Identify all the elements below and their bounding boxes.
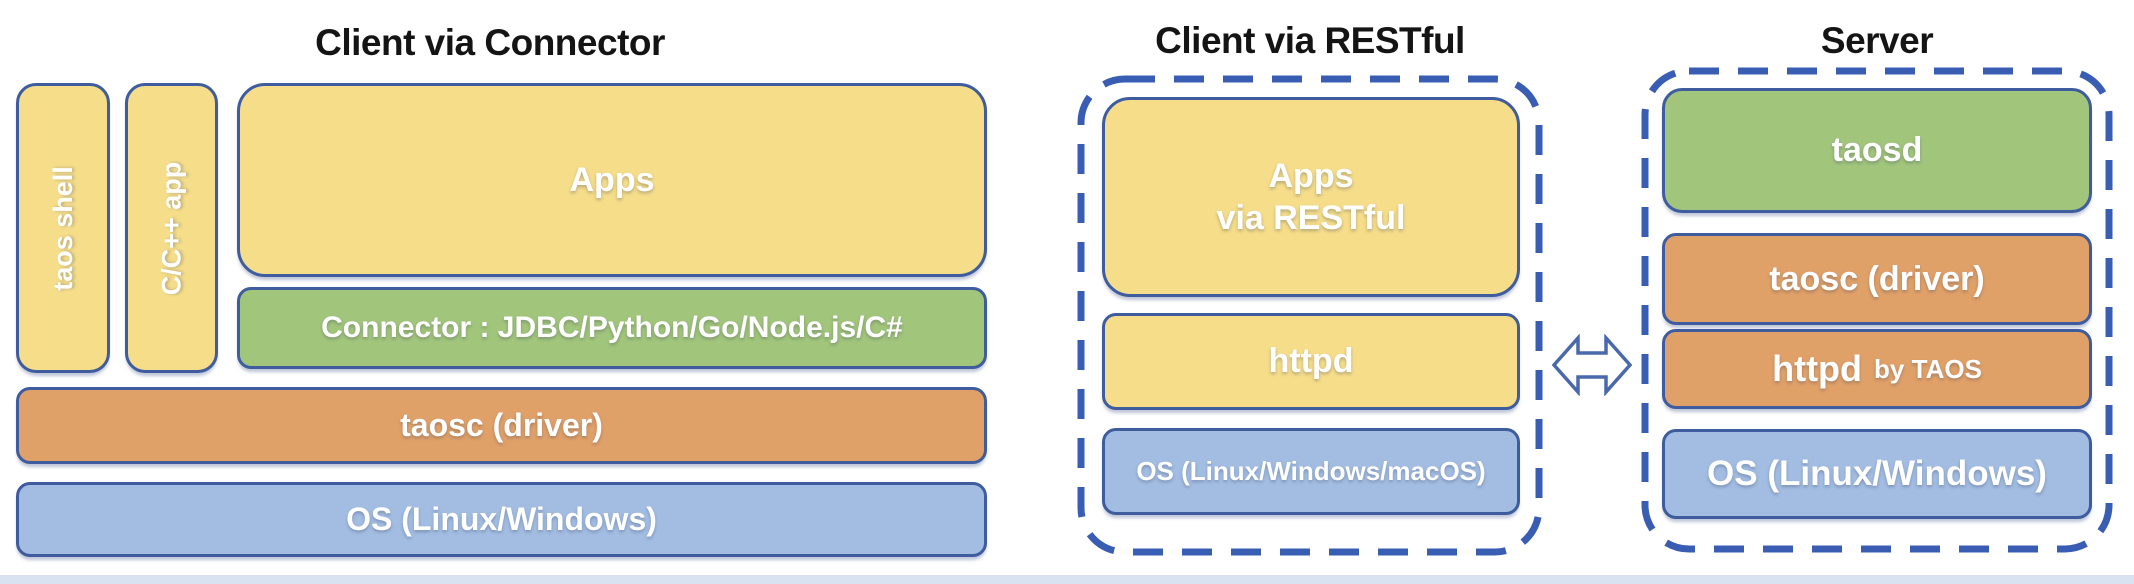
taosc-driver-label: taosc (driver) [400,407,603,443]
cpp-app-box: C/C++ app [125,83,218,373]
server-os-label: OS (Linux/Windows) [1707,454,2047,493]
os-linux-windows-label: OS (Linux/Windows) [346,501,657,537]
taosd-box: taosd [1662,88,2092,213]
server-section-title: Server [1820,20,1934,61]
apps-box: Apps [237,83,987,277]
cpp-app-label: C/C++ app [156,161,187,295]
server-httpd-label: httpd [1772,348,1863,389]
apps-label: Apps [569,160,655,199]
server-taosc-label: taosc (driver) [1769,259,1985,298]
connector-section-title: Client via Connector [315,22,665,63]
os-linux-windows-box: OS (Linux/Windows) [16,482,987,557]
connector-bar-box: Connector : JDBC/Python/Go/Node.js/C# [237,287,987,369]
os-macos-box: OS (Linux/Windows/macOS) [1102,428,1520,515]
taosc-driver-box: taosc (driver) [16,387,987,464]
connector-bar-label: Connector : JDBC/Python/Go/Node.js/C# [321,311,903,344]
server-taosc-box: taosc (driver) [1662,233,2092,325]
server-os-box: OS (Linux/Windows) [1662,429,2092,519]
bottom-edge-strip [0,575,2134,584]
httpd-client-label: httpd [1268,342,1354,380]
httpd-client-box: httpd [1102,313,1520,410]
restful-section-title: Client via RESTful [1155,20,1465,61]
taos-shell-label: taos shell [47,165,78,291]
taosd-label: taosd [1831,131,1923,169]
os-macos-label: OS (Linux/Windows/macOS) [1136,456,1486,486]
left-right-arrow-icon [1552,334,1632,396]
apps-via-restful-box: Apps via RESTful [1102,97,1520,297]
server-httpd-box: httpd by TAOS [1662,329,2092,409]
apps-via-restful-line1: Apps [1268,156,1354,195]
taos-shell-box: taos shell [16,83,110,373]
apps-via-restful-line2: via RESTful [1216,199,1406,237]
server-httpd-suffix: by TAOS [1874,353,1982,384]
